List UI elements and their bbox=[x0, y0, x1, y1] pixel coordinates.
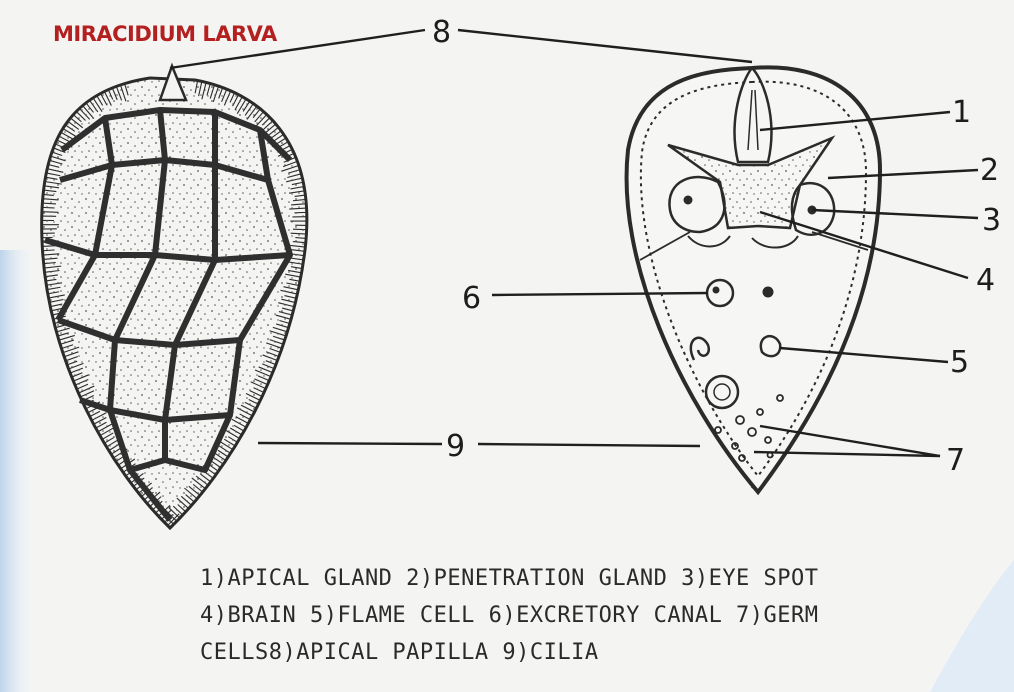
left-edge-shade bbox=[0, 250, 40, 692]
label-9: 9 bbox=[446, 429, 465, 464]
label-3: 3 bbox=[982, 203, 1001, 238]
label-8: 8 bbox=[432, 15, 451, 50]
excretory-canal-core bbox=[713, 287, 719, 293]
label-2: 2 bbox=[980, 153, 999, 188]
label-6: 6 bbox=[462, 281, 481, 316]
legend-line-3: CELLS8)APICAL PAPILLA 9)CILIA bbox=[200, 634, 980, 671]
eye-spot-left bbox=[684, 196, 692, 204]
legend: 1)APICAL GLAND 2)PENETRATION GLAND 3)EYE… bbox=[200, 560, 980, 671]
label-1: 1 bbox=[952, 95, 971, 130]
excretory-pore bbox=[763, 287, 773, 297]
label-5: 5 bbox=[950, 345, 969, 380]
legend-line-1: 1)APICAL GLAND 2)PENETRATION GLAND 3)EYE… bbox=[200, 560, 980, 597]
label-4: 4 bbox=[976, 263, 995, 298]
diagram-title: MIRACIDIUM LARVA bbox=[53, 22, 278, 46]
leader-9-left bbox=[258, 443, 442, 444]
label-7: 7 bbox=[946, 443, 965, 478]
legend-line-2: 4)BRAIN 5)FLAME CELL 6)EXCRETORY CANAL 7… bbox=[200, 597, 980, 634]
